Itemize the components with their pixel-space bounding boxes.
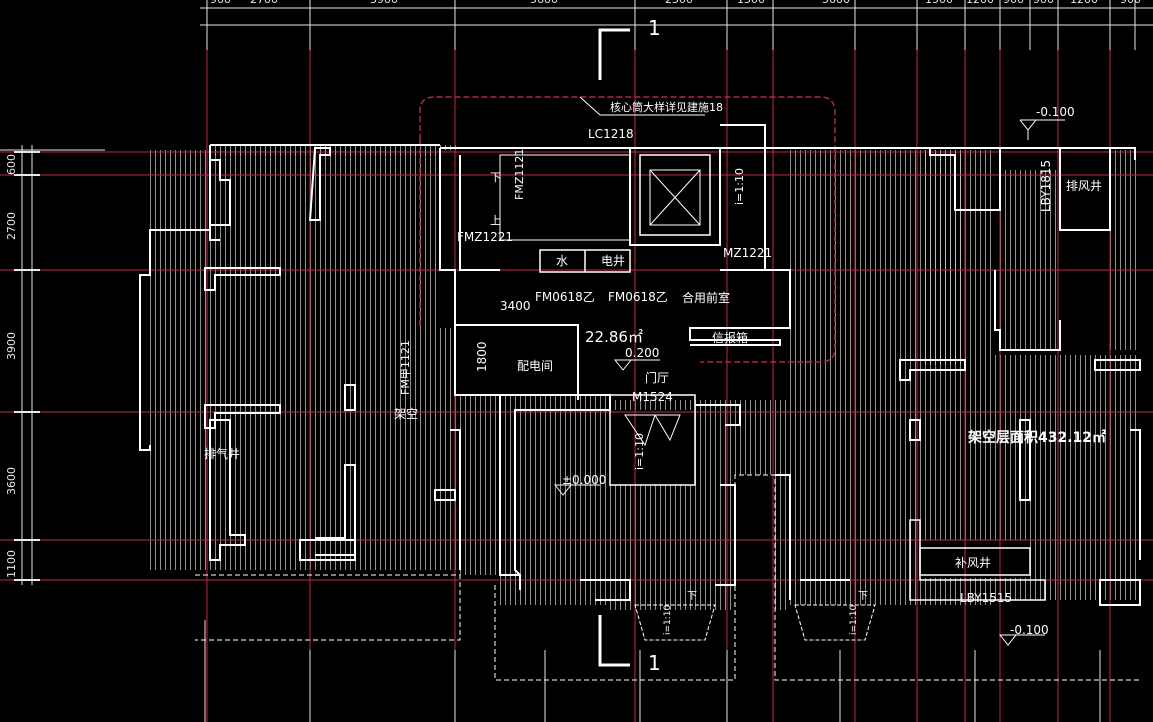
label-stair-up: 上 (490, 214, 501, 227)
level-symbols (553, 119, 1065, 646)
label-open-space: 架空 (394, 407, 419, 421)
core-area (440, 140, 1110, 610)
label-ramp-down-right: 下 (858, 591, 868, 602)
dim-top-10: 900 (1033, 0, 1054, 5)
section-marker-top: 1 (648, 16, 661, 40)
label-lobby-area: 22.86㎡ (585, 328, 643, 346)
label-ramp-down-left: 下 (687, 591, 697, 602)
walls (139, 124, 1141, 681)
dim-top-8: 1200 (966, 0, 994, 5)
label-level-0200: 0.200 (625, 346, 660, 360)
label-dim-3400: 3400 (500, 299, 531, 313)
dim-top-11: 1200 (1070, 0, 1098, 5)
label-electrical-shaft: 电井 (601, 254, 626, 268)
label-shared-lobby: 合用前室 (682, 291, 731, 305)
label-open-area: 架空层面积432.12㎡ (968, 430, 1107, 446)
label-door-fmz1221: FMZ1221 (457, 230, 514, 244)
label-exhaust-shaft: 排气井 (204, 447, 241, 461)
core-callout-outline (419, 96, 836, 363)
dim-left-2: 3900 (5, 332, 18, 360)
label-ramp-right: i=1:10 (849, 604, 859, 635)
dim-top-7: 1500 (925, 0, 953, 5)
label-dim-1800: 1800 (475, 341, 489, 372)
label-supply-shaft: 补风井 (955, 556, 992, 570)
section-markers (598, 28, 630, 667)
dim-top-5: 1500 (737, 0, 765, 5)
label-stair-down: 下 (490, 171, 501, 184)
dim-top-3: 5600 (530, 0, 558, 5)
dim-top-4: 2500 (665, 0, 693, 5)
label-window-lc1218: LC1218 (588, 127, 634, 141)
label-door-mz1221: MZ1221 (723, 246, 773, 260)
dim-left-1: 2700 (5, 212, 18, 240)
dim-top-6: 5600 (822, 0, 850, 5)
label-foyer: 门厅 (645, 371, 670, 385)
dim-top-12: 900 (1120, 0, 1141, 5)
label-exhaust-shaft-right: 排风井 (1066, 179, 1103, 193)
dim-left-0: 600 (5, 154, 18, 175)
label-mailbox: 信报箱 (712, 331, 749, 345)
label-slope-left: i=1:10 (633, 433, 646, 470)
dim-top-2: 3900 (370, 0, 398, 5)
label-louver-lby1815: LBY1815 (1039, 159, 1053, 212)
dim-left-4: 1100 (5, 550, 18, 578)
dim-top-1: 2700 (250, 0, 278, 5)
hatched-floor-areas (150, 145, 1140, 610)
label-door-m1524: M1524 (632, 390, 673, 404)
label-louver-lby1515: LBY1515 (960, 591, 1013, 605)
label-door-fm0618-2: FM0618乙 (608, 290, 668, 304)
section-marker-bottom: 1 (648, 651, 661, 675)
label-door-fm0618-1: FM0618乙 (535, 290, 595, 304)
dim-left-3: 3600 (5, 467, 18, 495)
label-water: 水 (556, 254, 569, 268)
label-ramp-left: i=1:10 (663, 604, 673, 635)
label-level-top-right: -0.100 (1036, 105, 1075, 119)
dim-top-0: 900 (210, 0, 231, 5)
core-callout-note: 核心筒大样详见建施18 (610, 101, 723, 114)
dim-top-9: 900 (1003, 0, 1024, 5)
label-door-fm-side: FM甲1121 (399, 340, 412, 395)
label-door-fmz1121: FMZ1121 (513, 148, 526, 200)
label-slope-top: i=1:10 (733, 168, 746, 205)
label-level-bottom-right: -0.100 (1010, 623, 1049, 637)
label-distribution-room: 配电间 (517, 359, 554, 373)
label-level-0000: ±0.000 (562, 473, 607, 487)
